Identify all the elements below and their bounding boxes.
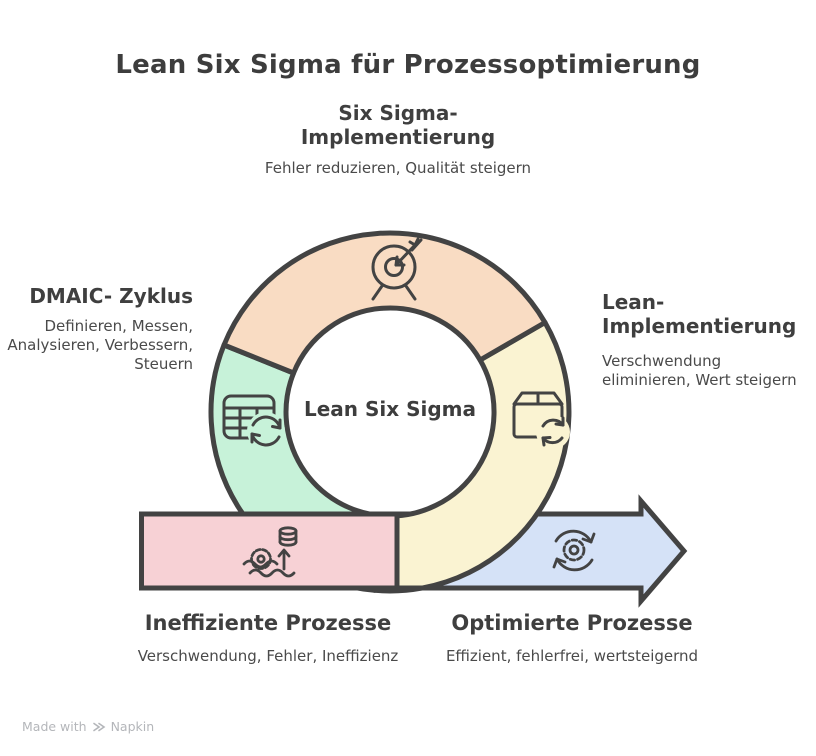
six-sigma-heading: Six Sigma- Implementierung xyxy=(300,101,496,149)
ring-center-label: Lean Six Sigma xyxy=(303,397,477,421)
made-with-napkin-watermark: Made with Napkin xyxy=(22,719,154,734)
target-arrow-icon xyxy=(371,237,423,301)
optimized-process-label-block: Optimierte Prozesse Effizient, fehlerfre… xyxy=(421,611,723,666)
lean-heading: Lean- Implementierung xyxy=(602,290,797,338)
sinking-gear-icon xyxy=(242,526,298,578)
dmaic-heading: DMAIC- Zyklus xyxy=(29,284,193,308)
optimized-process-description: Effizient, fehlerfrei, wertsteigernd xyxy=(445,647,699,665)
inefficient-process-band xyxy=(139,511,400,591)
dmaic-label-block: DMAIC- Zyklus Definieren, Messen, Analys… xyxy=(0,284,193,374)
dmaic-description: Definieren, Messen, Analysieren, Verbess… xyxy=(7,317,193,373)
table-refresh-icon xyxy=(222,394,285,450)
six-sigma-description: Fehler reduzieren, Qualität steigern xyxy=(264,159,532,177)
lean-description: Verschwendung eliminieren, Wert steigern xyxy=(602,352,797,389)
inefficient-process-label-block: Ineffiziente Prozesse Verschwendung, Feh… xyxy=(117,611,419,666)
inefficient-process-heading: Ineffiziente Prozesse xyxy=(144,611,392,635)
optimized-process-heading: Optimierte Prozesse xyxy=(451,611,693,635)
watermark-brand: Napkin xyxy=(110,719,155,734)
six-sigma-ring-segment xyxy=(221,230,548,376)
napkin-logo-icon xyxy=(92,722,105,731)
gear-cycle-icon xyxy=(552,529,596,572)
box-recycle-icon xyxy=(512,391,570,449)
watermark-prefix: Made with xyxy=(22,719,87,734)
page-title: Lean Six Sigma für Prozessoptimierung xyxy=(115,50,701,80)
inefficient-process-description: Verschwendung, Fehler, Ineffizienz xyxy=(137,647,399,665)
six-sigma-label-block: Six Sigma- Implementierung Fehler reduzi… xyxy=(248,101,548,178)
lean-label-block: Lean- Implementierung Verschwendung elim… xyxy=(602,290,814,390)
